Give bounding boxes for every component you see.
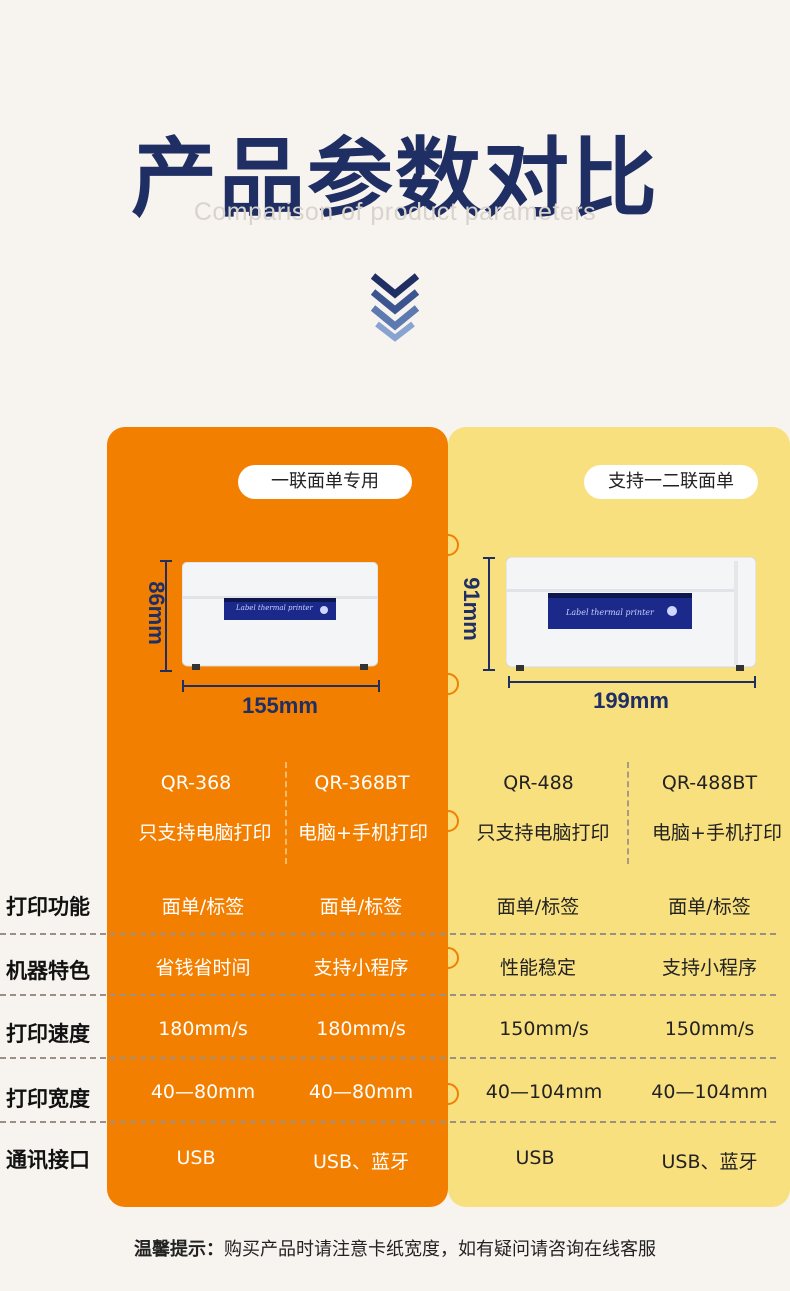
table-cell: USB [515,1147,555,1169]
table-cell: 性能稳定 [499,957,576,979]
width-dimension-line [508,676,756,688]
model-name: QR-488BT [661,772,758,794]
row-label: 打印功能 [6,895,90,919]
model-name: QR-488 [503,772,574,794]
table-cell: 省钱省时间 [155,957,251,979]
model-desc: 电脑+手机打印 [652,822,782,844]
ring-decoration [437,810,459,832]
model-desc: 只支持电脑打印 [138,822,272,844]
width-label: 155mm [242,693,318,718]
badge-single-ply: 一联面单专用 [238,465,412,499]
table-cell: 面单/标签 [161,896,245,918]
table-cell: 面单/标签 [496,896,580,918]
height-dimension-line [483,557,495,671]
table-cell: USB、蓝牙 [661,1151,758,1173]
ring-decoration [437,534,459,556]
width-label: 199mm [593,688,669,713]
table-cell: 150mm/s [664,1018,755,1040]
column-divider [285,762,287,864]
table-cell: USB、蓝牙 [312,1151,409,1173]
row-label: 机器特色 [6,959,90,983]
printer-image-small: Label thermal printer [181,561,379,670]
height-dimension-line [160,560,172,672]
table-cell: 180mm/s [316,1018,406,1040]
row-separator [0,933,776,935]
column-divider [627,762,629,864]
table-cell: 40—104mm [485,1081,603,1103]
table-cell: 40—80mm [150,1081,256,1103]
row-separator [0,1121,776,1123]
model-desc: 只支持电脑打印 [476,822,610,844]
table-cell: 180mm/s [158,1018,248,1040]
footer-note: 温馨提示：购买产品时请注意卡纸宽度，如有疑问请咨询在线客服 [0,1235,790,1261]
printer-image-large: Label thermal printer [505,556,757,671]
ring-decoration [437,947,459,969]
row-label: 通讯接口 [6,1148,90,1172]
model-desc: 电脑+手机打印 [298,822,428,844]
chevron-down-icon [371,273,419,342]
ring-decoration [437,673,459,695]
footer-note-prefix: 温馨提示： [134,1239,224,1260]
table-cell: 面单/标签 [319,896,403,918]
printer-label-text: Label thermal printer [566,608,654,617]
height-label: 86mm [144,581,169,645]
table-cell: USB [176,1147,216,1169]
table-cell: 支持小程序 [313,957,409,979]
table-cell: 面单/标签 [668,896,751,918]
printer-label-text: Label thermal printer [236,604,313,612]
table-cell: 40—104mm [651,1081,768,1103]
badge-multi-ply: 支持一二联面单 [584,465,758,499]
page-subtitle: Comparison of product parameters [193,198,597,226]
model-name: QR-368BT [314,772,410,794]
row-separator [0,1057,776,1059]
table-cell: 150mm/s [499,1018,589,1040]
height-label: 91mm [459,577,484,641]
footer-note-text: 购买产品时请注意卡纸宽度，如有疑问请咨询在线客服 [224,1239,656,1260]
table-cell: 40—80mm [308,1081,414,1103]
row-separator [0,994,776,996]
comparison-panel-left [107,427,448,1207]
row-label: 打印速度 [6,1022,90,1046]
ring-decoration [437,1083,459,1105]
table-cell: 支持小程序 [661,957,757,979]
model-name: QR-368 [160,772,232,794]
row-label: 打印宽度 [6,1087,90,1111]
width-dimension-line [182,680,380,692]
page-title: 产品参数对比 [131,129,659,229]
